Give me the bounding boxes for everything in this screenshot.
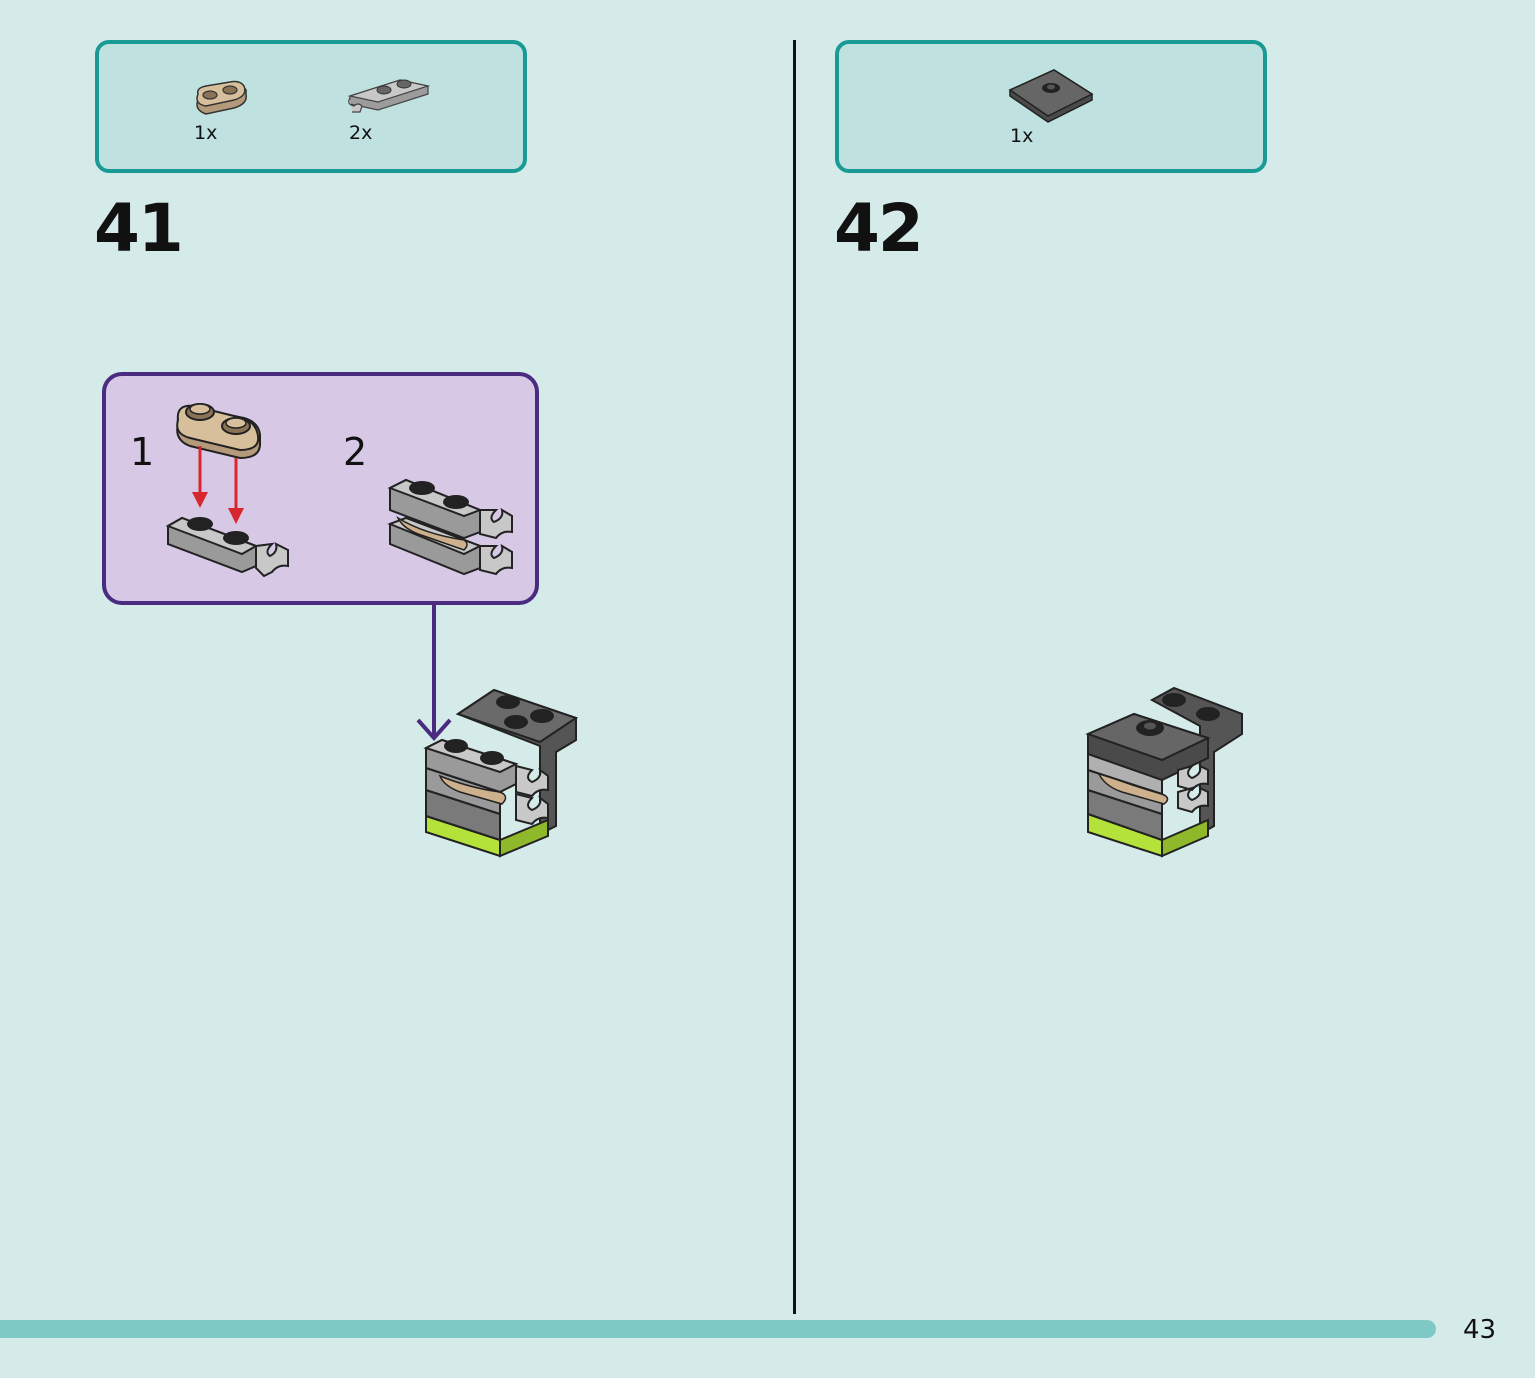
part-qty: 2x: [349, 122, 373, 144]
attach-arrow: [416, 604, 452, 742]
model-step-41: [423, 688, 579, 858]
sub-step-number: 2: [343, 430, 368, 474]
step-number: 41: [94, 190, 184, 267]
dark-gray-jumper-plate-2x2-icon: [1008, 69, 1094, 123]
gray-clip-plate-1x2-icon: [347, 79, 431, 113]
progress-bar: [0, 1320, 1436, 1338]
sub-assembly-box: [102, 372, 539, 605]
parts-box-step-41: [95, 40, 527, 173]
page-divider: [793, 40, 796, 1314]
sub-step-number: 1: [130, 430, 155, 474]
tan-plate-1x2-rounded-icon: [196, 80, 247, 115]
model-step-42: [1085, 686, 1243, 858]
page-number: 43: [1463, 1315, 1497, 1345]
part-qty: 1x: [194, 122, 218, 144]
sub-step-2-illustration: [387, 478, 513, 576]
sub-step-1-illustration: [165, 403, 289, 578]
step-number: 42: [834, 190, 924, 267]
part-qty: 1x: [1010, 125, 1034, 147]
